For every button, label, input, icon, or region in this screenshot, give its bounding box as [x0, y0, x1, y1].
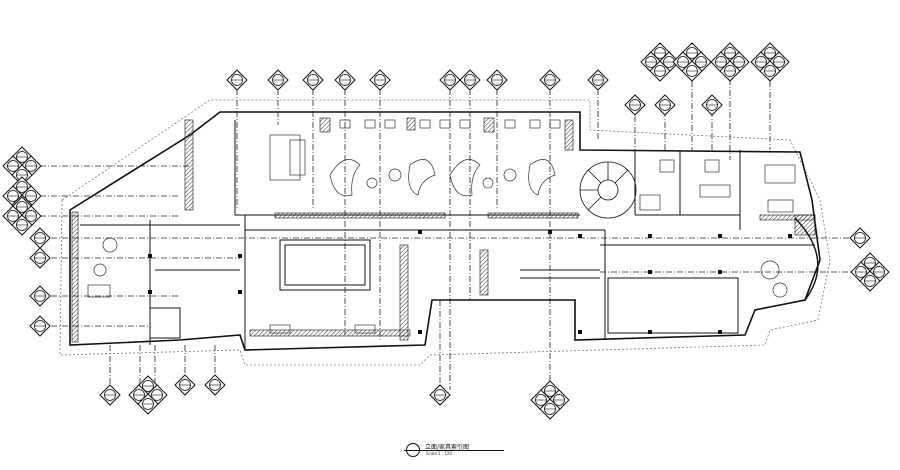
site-boundary — [59, 99, 831, 366]
columns — [148, 230, 792, 334]
drawing-scale: Scale 1 : 120 — [426, 451, 453, 456]
curved-wall — [794, 217, 819, 301]
drawing-title-block: 立面/家具索引图 Scale 1 : 120 — [404, 441, 524, 465]
spiral-stair — [579, 161, 637, 219]
index-lines — [18, 68, 860, 400]
building-walls — [69, 111, 821, 351]
title-underline — [404, 450, 504, 451]
drawing-title: 立面/家具索引图 — [425, 444, 470, 451]
interior-walls — [80, 120, 815, 350]
furniture — [87, 119, 796, 334]
section-index-icon — [3, 43, 889, 419]
